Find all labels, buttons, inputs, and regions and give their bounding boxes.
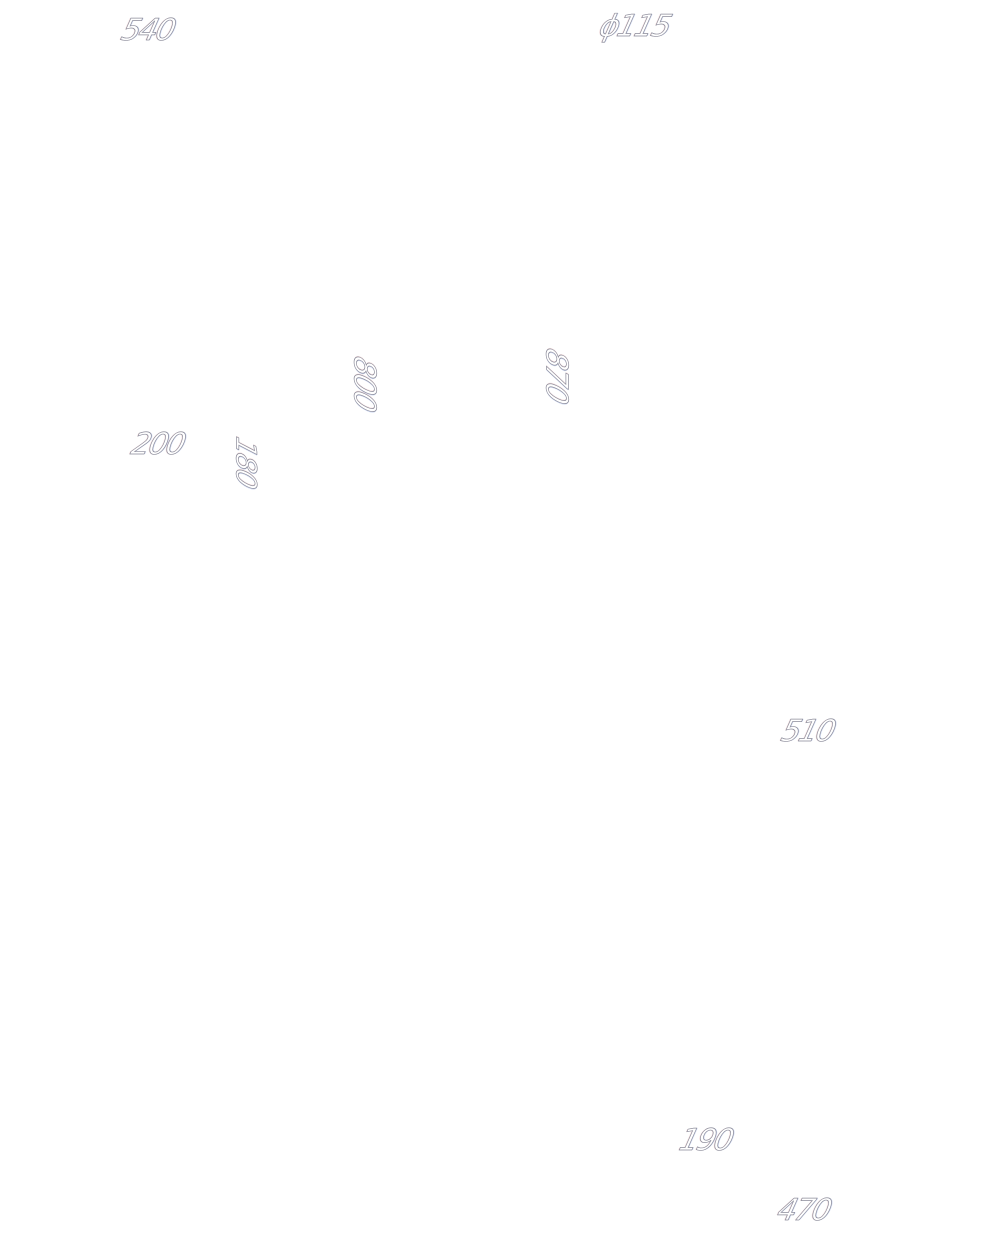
dimension-label-510: 510 xyxy=(777,714,838,750)
dimension-label-diameter-115: ϕ115 xyxy=(595,9,674,45)
dimension-label-800: 800 xyxy=(346,351,382,415)
dimension-label-190: 190 xyxy=(675,1123,736,1159)
dimension-label-870: 870 xyxy=(538,343,574,407)
dimension-label-200: 200 xyxy=(127,427,188,463)
dimension-label-470: 470 xyxy=(773,1193,834,1229)
dimension-label-180: 180 xyxy=(229,433,263,492)
dimension-label-540: 540 xyxy=(117,13,178,49)
